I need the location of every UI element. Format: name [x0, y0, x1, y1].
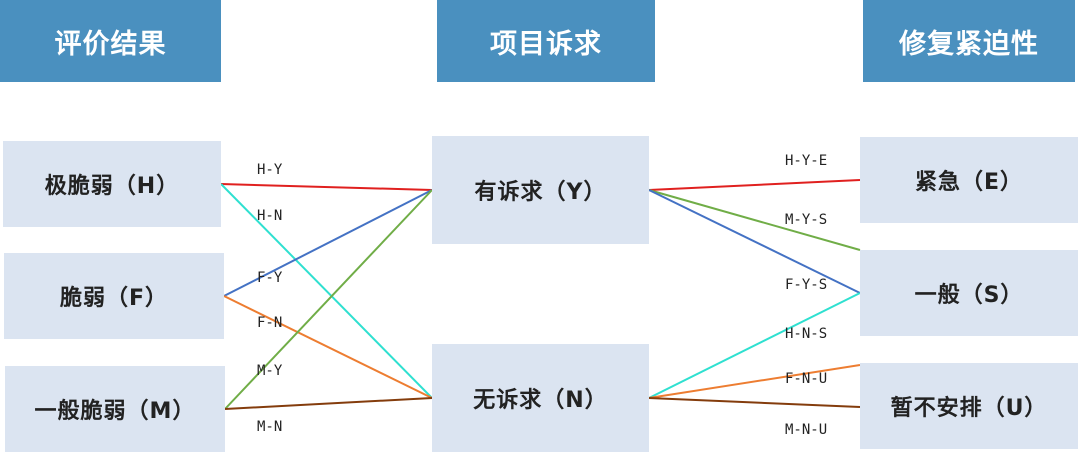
edge-label-m-n-u: M-N-U — [785, 422, 828, 438]
link-m-n-u — [648, 397, 861, 408]
header-project-appeal: 项目诉求 — [437, 0, 655, 82]
node-urgent: 紧急（E） — [860, 137, 1078, 223]
edge-label-f-y: F-Y — [257, 270, 283, 286]
link-f-y-s — [648, 189, 861, 294]
node-generally-vulnerable: 一般脆弱（M） — [5, 366, 225, 452]
edge-label-f-n: F-N — [257, 315, 283, 331]
edge-label-m-y: M-Y — [257, 363, 283, 379]
header-repair-urgency: 修复紧迫性 — [863, 0, 1075, 82]
link-f-n — [223, 295, 433, 399]
edge-label-f-y-s: F-Y-S — [785, 277, 828, 293]
link-m-y — [224, 189, 433, 410]
node-extremely-vulnerable: 极脆弱（H） — [3, 141, 221, 227]
edge-label-h-n: H-N — [257, 208, 283, 224]
link-h-y — [220, 183, 433, 191]
node-not-scheduled: 暂不安排（U） — [860, 363, 1078, 449]
edge-label-m-n: M-N — [257, 419, 283, 435]
edge-label-m-y-s: M-Y-S — [785, 212, 828, 228]
link-f-n-u — [648, 364, 861, 399]
node-vulnerable: 脆弱（F） — [4, 253, 224, 339]
link-f-y — [223, 189, 433, 297]
link-h-n — [220, 183, 433, 399]
node-general: 一般（S） — [860, 250, 1078, 336]
link-m-n — [224, 397, 433, 410]
edge-label-f-n-u: F-N-U — [785, 371, 828, 387]
header-evaluation-result: 评价结果 — [0, 0, 221, 82]
edge-label-h-y: H-Y — [257, 162, 283, 178]
node-has-appeal: 有诉求（Y） — [432, 136, 649, 244]
edge-label-h-n-s: H-N-S — [785, 326, 828, 342]
link-h-y-e — [648, 179, 861, 191]
link-h-n-s — [648, 292, 861, 399]
node-no-appeal: 无诉求（N） — [432, 344, 649, 452]
link-m-y-s — [648, 189, 861, 251]
edge-label-h-y-e: H-Y-E — [785, 153, 828, 169]
